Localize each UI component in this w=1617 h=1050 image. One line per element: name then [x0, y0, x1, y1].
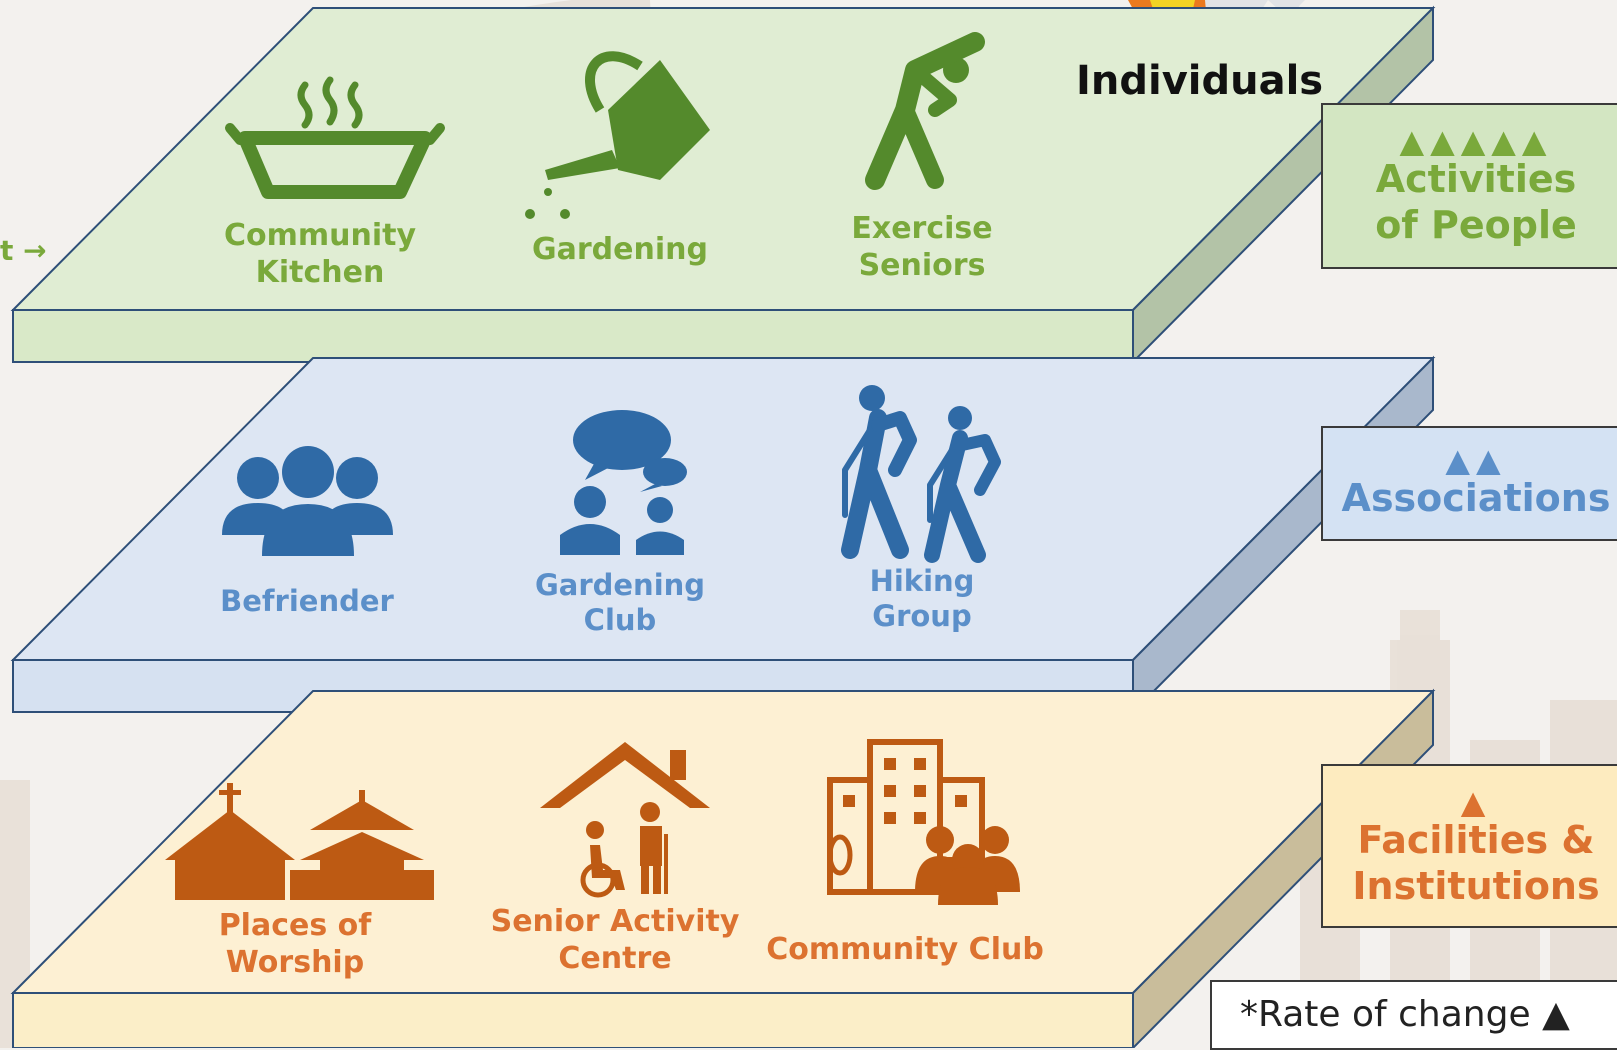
chat-people-icon [560, 410, 687, 555]
layer-activities [10, 5, 1436, 365]
rate-triangles: ▲▲▲▲▲ [1399, 122, 1553, 160]
associations-rate-box: ▲▲ Associations [1321, 426, 1617, 541]
facility-label: Community Club [766, 932, 1044, 967]
edge-arrow-text: t → [0, 234, 47, 267]
rate-triangles: ▲▲ [1445, 441, 1507, 479]
hikers-icon [841, 385, 1001, 563]
cooking-pot-icon [225, 76, 445, 199]
box-title: Institutions [1352, 863, 1600, 908]
buildings-people-icon [827, 739, 1020, 905]
activities-rate-box: ▲▲▲▲▲ Activities of People [1321, 103, 1617, 269]
stretching-person-icon [865, 32, 985, 190]
watering-can-icon [525, 51, 710, 219]
individuals-label: Individuals [1076, 58, 1324, 104]
house-seniors-icon [540, 742, 710, 898]
box-title: Associations [1341, 476, 1611, 520]
rate-triangles: ▲ [1460, 783, 1492, 821]
box-title: Facilities & [1357, 818, 1595, 862]
box-title: of People [1375, 202, 1577, 247]
activity-label: Gardening [532, 232, 708, 267]
group-people-icon [222, 446, 393, 556]
facilities-rate-box: ▲ Facilities & Institutions [1321, 764, 1617, 928]
rate-of-change-note: *Rate of change ▲ [1210, 980, 1617, 1050]
church-temple-icon [165, 783, 434, 900]
association-label: Befriender [220, 584, 394, 618]
box-title: Activities [1375, 157, 1577, 201]
